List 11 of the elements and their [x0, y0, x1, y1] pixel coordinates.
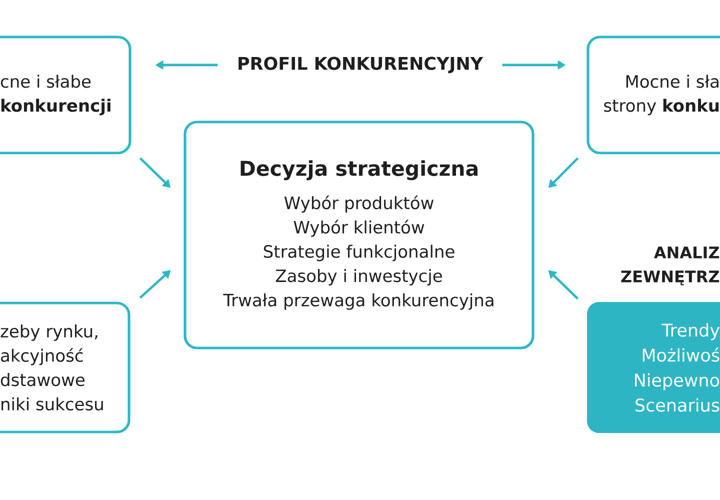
node-label: Scenarius	[636, 398, 720, 412]
node-label: Możliwoś	[642, 347, 720, 362]
node-label: Niepewno	[635, 373, 720, 390]
rounded-box: Decyzja strategiczna Wybór produktów Wybór klientów Strategie funkcjonalne Zasoby i inwestycje Trwała przewaga konkurencyjna	[184, 120, 534, 350]
text-box: Mocne i sła strony konku	[586, 36, 720, 154]
section-label: PROFIL KONKURENCYJNY	[238, 56, 484, 74]
text-box: zeby rynku, akcyjność dstawowe niki sukcesu	[0, 302, 130, 434]
section-heading: ANALIZ ZEWNĘTRZ	[621, 246, 720, 286]
text-box: cne i słabe konkurencji	[0, 36, 132, 154]
filled-box: Trendy Możliwoś Niepewno Scenarius	[587, 302, 720, 433]
node-label: Trendy	[662, 323, 720, 340]
